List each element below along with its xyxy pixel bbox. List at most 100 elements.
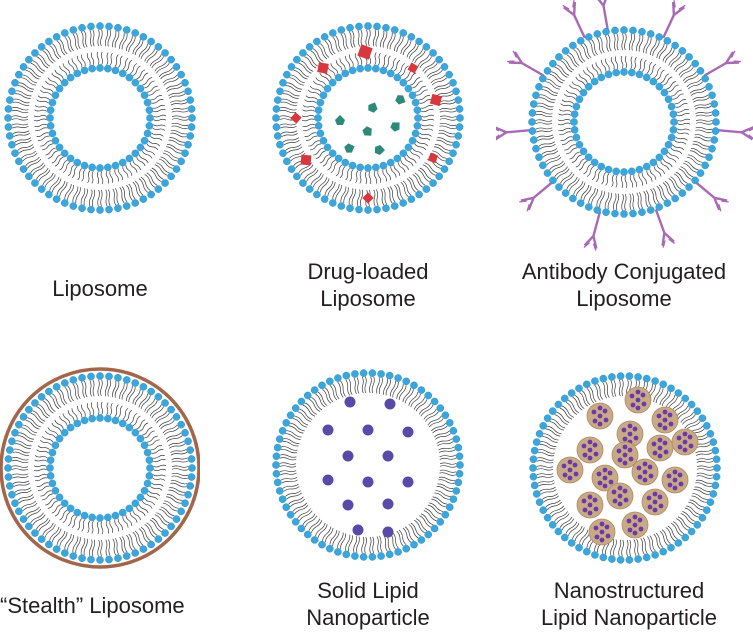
lipid-tail xyxy=(317,524,328,538)
lipid-tail xyxy=(638,192,644,209)
lipid-head xyxy=(314,114,322,122)
droplet-inclusion xyxy=(626,518,632,524)
label-line: Nanoparticle xyxy=(306,605,430,630)
lipid-tail xyxy=(439,125,456,129)
lipid-head xyxy=(282,419,291,427)
lipid-tail xyxy=(112,30,117,48)
droplet-inclusion xyxy=(567,459,573,465)
lipid-head xyxy=(711,446,720,455)
lipid-head xyxy=(4,123,13,131)
droplet-inclusion xyxy=(596,471,602,477)
lipid-head xyxy=(145,472,154,480)
lipid-head xyxy=(154,185,163,193)
lipid-head xyxy=(407,195,416,203)
lipid-tail xyxy=(44,524,56,538)
lipid-tail xyxy=(114,538,120,555)
lipid-tail xyxy=(112,538,117,556)
lipid-head xyxy=(131,29,140,37)
lipid-tail xyxy=(327,39,336,55)
lipid-head xyxy=(55,493,64,502)
lipid-head xyxy=(414,114,422,122)
lipid-tail xyxy=(11,460,29,464)
lipid-tail xyxy=(633,56,637,70)
antibody-light-chain xyxy=(673,0,676,8)
droplet-inclusion xyxy=(567,475,573,481)
lipid-tail xyxy=(327,65,336,76)
lipid-head xyxy=(674,389,683,397)
lipid-tail xyxy=(171,110,189,113)
lipid-tail xyxy=(417,54,430,67)
lipid-core-particle xyxy=(322,424,334,436)
lipid-tail xyxy=(27,417,41,428)
lipid-head xyxy=(55,84,64,93)
hydrophilic-drug-molecule xyxy=(395,95,406,105)
lipid-tail xyxy=(126,35,133,52)
lipid-tail xyxy=(400,39,409,54)
lipid-tail xyxy=(146,143,159,151)
lipid-tail xyxy=(558,113,572,116)
lipid-tail xyxy=(39,439,52,446)
lipid-tail xyxy=(77,55,83,68)
lipid-tail xyxy=(59,65,68,76)
lipid-head xyxy=(655,153,664,162)
lipid-tail xyxy=(402,387,412,403)
lipid-tail xyxy=(279,462,297,465)
lipid-head xyxy=(348,66,357,75)
lipid-tail xyxy=(330,162,339,173)
lipid-head xyxy=(125,154,134,163)
lipid-head xyxy=(430,524,439,533)
droplet-inclusion xyxy=(599,529,605,535)
lipid-head xyxy=(705,82,713,91)
drug-payload xyxy=(290,44,443,204)
lipid-head xyxy=(404,143,413,152)
antibody-arm xyxy=(572,2,577,16)
lipid-head xyxy=(709,490,718,498)
lipid-tail xyxy=(15,139,32,146)
lipid-tail xyxy=(579,391,589,407)
antibody-stem xyxy=(703,61,727,77)
droplet-inclusion xyxy=(594,534,600,540)
lipid-head xyxy=(430,397,439,406)
lipid-head xyxy=(584,203,593,211)
droplet-inclusion xyxy=(607,470,613,476)
lipid-head xyxy=(356,163,364,172)
lipid-tail xyxy=(154,514,168,526)
lipid-monolayer xyxy=(272,369,464,561)
lipid-head xyxy=(422,43,431,51)
lipid-tail xyxy=(672,144,685,151)
lipid-tail xyxy=(168,440,185,447)
lipid-tail xyxy=(27,67,41,78)
lipid-tail xyxy=(160,506,175,517)
lipid-head xyxy=(608,555,616,563)
lipid-head xyxy=(118,69,127,78)
lipid-head xyxy=(582,380,591,389)
droplet-inclusion xyxy=(636,465,642,471)
antibody-conjugated-liposome-label: Antibody Conjugated Liposome xyxy=(495,258,753,312)
lipid-tail xyxy=(67,184,74,201)
antibody-stem xyxy=(532,180,554,199)
lipid-core-particle xyxy=(342,499,354,511)
lipid-head xyxy=(372,64,380,73)
antibody-light-chain xyxy=(583,242,591,248)
lipid-tail xyxy=(396,183,404,200)
lipid-tail xyxy=(71,516,78,529)
lipid-head xyxy=(111,161,120,170)
lipid-head xyxy=(599,374,608,383)
lipid-tail xyxy=(431,77,447,86)
lipid-tail xyxy=(672,521,685,535)
lipid-tail xyxy=(591,168,599,181)
lipid-tail xyxy=(537,457,554,461)
lipid-tail xyxy=(359,170,362,184)
lipid-tail xyxy=(90,402,95,415)
lipid-tail xyxy=(67,60,75,72)
lipid-tail xyxy=(298,62,312,74)
lipid-tail xyxy=(290,422,305,432)
lipid-tail xyxy=(349,54,354,67)
lipid-head xyxy=(96,22,104,30)
lipid-tail xyxy=(299,510,313,522)
lipid-droplet xyxy=(661,466,689,494)
hydrophobic-drug-molecule xyxy=(357,44,373,60)
lipid-tail xyxy=(624,55,627,69)
lipid-tail xyxy=(12,126,29,129)
lipid-head xyxy=(147,387,155,396)
